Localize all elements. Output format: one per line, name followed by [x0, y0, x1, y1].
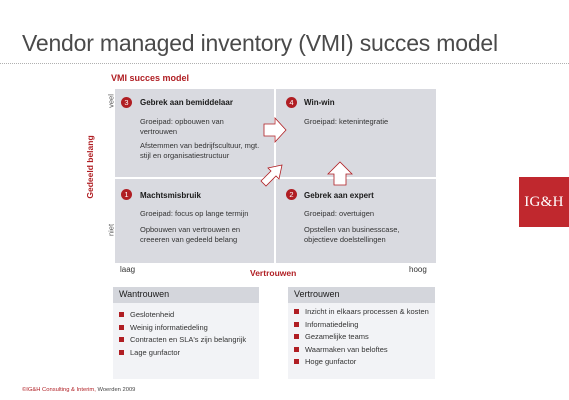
- quadrant-3-description: Afstemmen van bedrijfscultuur, mgt. stij…: [140, 141, 260, 160]
- vertrouwen-box: Vertrouwen Inzicht in elkaars processen …: [288, 287, 435, 379]
- quadrant-2-description: Opstellen van businesscase, objectieve d…: [304, 225, 400, 244]
- list-item: Waarmaken van beloftes: [294, 345, 430, 355]
- list-item: Gezamelijke teams: [294, 332, 430, 342]
- list-item: Lage gunfactor: [119, 348, 253, 358]
- quadrant-3-title: Gebrek aan bemiddelaar: [140, 98, 233, 107]
- x-axis-high-label: hoog: [409, 265, 427, 274]
- quadrant-3-number: 3: [121, 97, 132, 108]
- quadrant-2-growth-path: Groeipad: overtuigen: [304, 209, 375, 218]
- copyright-suffix: Woerden 2009: [95, 387, 136, 393]
- list-item: Hoge gunfactor: [294, 357, 430, 367]
- quadrant-3-growth-path: Groeipad: opbouwen van vertrouwen: [140, 117, 224, 136]
- quadrant-1-number: 1: [121, 189, 132, 200]
- quadrant-4-growth-path: Groeipad: ketenintegratie: [304, 117, 389, 126]
- wantrouwen-box: Wantrouwen Geslotenheid Weinig informati…: [113, 287, 259, 379]
- copyright-footer: ©IG&H Consulting & Interim, Woerden 2009: [22, 387, 135, 393]
- quadrant-4-number: 4: [286, 97, 297, 108]
- wantrouwen-box-header: [113, 287, 259, 303]
- arrow-up-icon: [327, 161, 353, 186]
- vertrouwen-list: Inzicht in elkaars processen & kosten In…: [294, 307, 430, 370]
- copyright-prefix: ©IG&H Consulting & Interim,: [22, 387, 96, 393]
- vertrouwen-box-title: Vertrouwen: [294, 289, 340, 299]
- quadrant-2-number: 2: [286, 189, 297, 200]
- list-item: Contracten en SLA's zijn belangrijk: [119, 335, 253, 345]
- list-item: Inzicht in elkaars processen & kosten: [294, 307, 430, 317]
- title-divider: [0, 63, 569, 64]
- quadrant-4-title: Win-win: [304, 98, 335, 107]
- wantrouwen-box-title: Wantrouwen: [119, 289, 170, 299]
- slide-title: Vendor managed inventory (VMI) succes mo…: [22, 30, 498, 56]
- arrow-diagonal-icon: [260, 164, 283, 187]
- list-item: Geslotenheid: [119, 310, 253, 320]
- wantrouwen-list: Geslotenheid Weinig informatiedeling Con…: [119, 310, 253, 360]
- vertrouwen-box-header: [288, 287, 435, 303]
- quadrant-1-growth-path: Groeipad: focus op lange termijn: [140, 209, 249, 218]
- quadrant-2-title: Gebrek aan expert: [304, 191, 374, 200]
- arrow-right-icon: [263, 116, 287, 144]
- grid-divider-horizontal: [115, 177, 436, 179]
- igh-logo: IG&H: [519, 177, 569, 227]
- logo-text: IG&H: [524, 194, 564, 210]
- list-item: Informatiedeling: [294, 320, 430, 330]
- model-title: VMI succes model: [111, 73, 190, 83]
- quadrant-1-title: Machtsmisbruik: [140, 191, 201, 200]
- x-axis-label: Vertrouwen: [250, 268, 297, 278]
- quadrant-1-description: Opbouwen van vertrouwen en creeeren van …: [140, 225, 241, 244]
- list-item: Weinig informatiedeling: [119, 323, 253, 333]
- x-axis-low-label: laag: [120, 265, 136, 274]
